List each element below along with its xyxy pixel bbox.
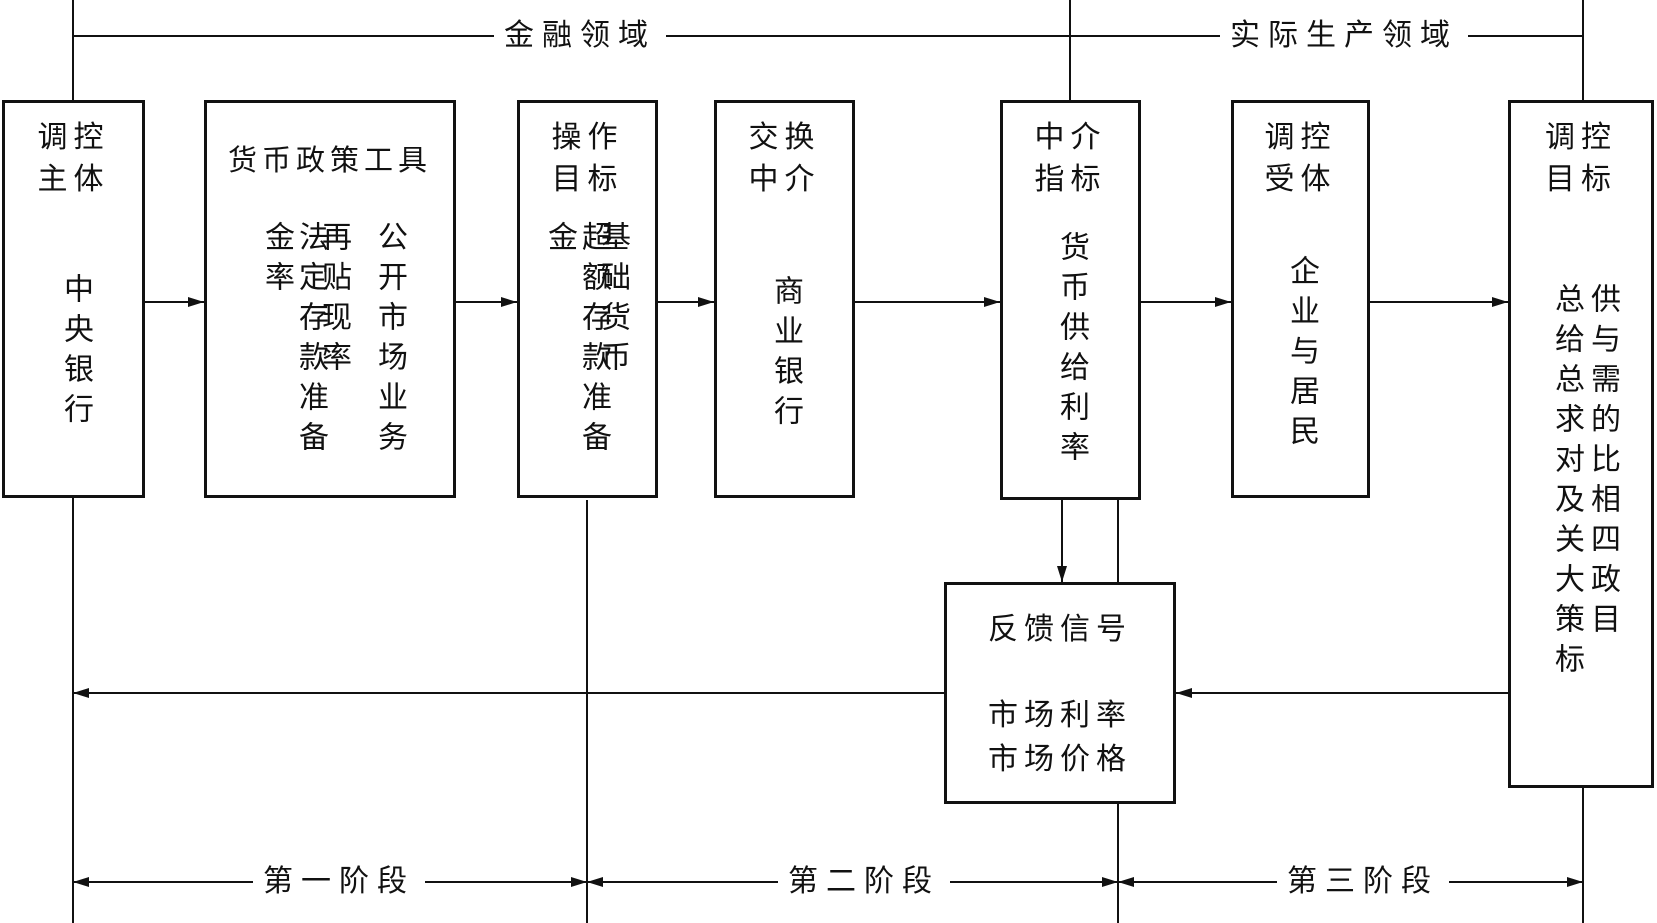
feedback-signal-box: 反馈信号 市场利率 市场价格 [944, 582, 1176, 804]
intermediate-title-l1: 中介 [1034, 120, 1107, 155]
firms-households-text: 企业与居民 [1284, 255, 1319, 455]
money-supply-interest-text: 货币供给利率 [1054, 231, 1089, 471]
control-goal-title-l2: 目标 [1545, 162, 1617, 197]
control-subject-title-l1: 调控 [37, 120, 110, 155]
policy-tools-title: 货币政策工具 [227, 143, 432, 177]
intermediate-indicator-box: 中介 指标 货币供给利率 [1000, 100, 1141, 500]
excess-reserve-text: 超额存款准备金 [542, 221, 611, 461]
stage-1-label: 第一阶段 [253, 865, 425, 899]
commercial-bank-text: 商业银行 [768, 275, 803, 435]
operating-target-title-l1: 操作 [551, 120, 624, 155]
control-goal-box: 调控 目标 供与需的比相四政目 总给总求对及关大策标 [1508, 100, 1654, 788]
central-bank-text: 中央银行 [58, 273, 93, 433]
tool-reserve-ratio: 法定存款准备金率 [259, 221, 328, 461]
market-interest-rate: 市场利率 [988, 698, 1132, 733]
tool-open-market: 公开市场业务 [372, 221, 407, 461]
control-object-title-l2: 受体 [1264, 162, 1337, 197]
exchange-intermediary-box: 交换 中介 商业银行 [714, 100, 855, 498]
production-domain-label: 实际生产领域 [1220, 19, 1468, 53]
exchange-title-l1: 交换 [748, 120, 821, 155]
market-price: 市场价格 [988, 742, 1132, 777]
operating-target-box: 操作 目标 基础货币 超额存款准备金 [517, 100, 658, 498]
policy-tools-box: 货币政策工具 公开市场业务 再贴现率 法定存款准备金率 [204, 100, 456, 498]
control-object-box: 调控 受体 企业与居民 [1231, 100, 1370, 498]
goal-text-right-col: 供与需的比相四政目 [1585, 283, 1620, 643]
feedback-title: 反馈信号 [988, 612, 1132, 647]
control-goal-title-l1: 调控 [1545, 120, 1617, 155]
tool-rediscount-rate: 再贴现率 [316, 221, 351, 381]
intermediate-title-l2: 指标 [1034, 162, 1107, 197]
control-subject-box: 调控 主体 中央银行 [2, 100, 145, 498]
operating-target-title-l2: 目标 [551, 162, 624, 197]
stage-3-label: 第三阶段 [1277, 865, 1449, 899]
control-subject-title-l2: 主体 [37, 162, 110, 197]
financial-domain-label: 金融领域 [494, 19, 666, 53]
control-object-title-l1: 调控 [1264, 120, 1337, 155]
base-money-text: 基础货币 [595, 221, 630, 381]
goal-text-left-col: 总给总求对及关大策标 [1549, 283, 1584, 683]
exchange-title-l2: 中介 [748, 162, 821, 197]
stage-2-label: 第二阶段 [778, 865, 950, 899]
